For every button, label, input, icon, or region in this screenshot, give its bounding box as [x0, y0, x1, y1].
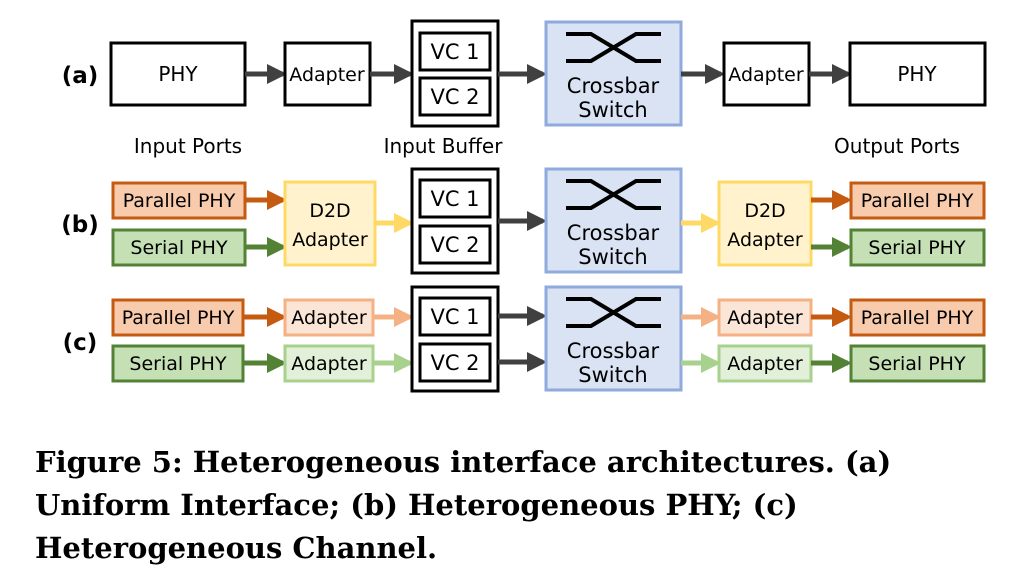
- input-adapter-a: Adapter: [283, 41, 372, 107]
- vc2-label-a: VC 2: [430, 85, 479, 109]
- input-parallel-phy-b-label: Parallel PHY: [123, 190, 236, 212]
- input-adapter-serial-c-label: Adapter: [291, 353, 367, 375]
- vc1-label-b: VC 1: [430, 187, 479, 211]
- output-d2d-adapter-b: D2D Adapter: [717, 180, 813, 267]
- row-label-b: (b): [61, 212, 99, 238]
- crossbar-icon-b: [566, 179, 661, 210]
- output-parallel-phy-c-label: Parallel PHY: [861, 307, 974, 329]
- input-serial-phy-c-label: Serial PHY: [129, 353, 227, 375]
- output-serial-phy-b-label: Serial PHY: [868, 237, 966, 259]
- input-adapter-parallel-c-label: Adapter: [291, 307, 367, 329]
- crossbar-label-a-2: Switch: [578, 98, 647, 122]
- row-b: (b) Parallel PHY Serial PHY D2D Adapter …: [61, 167, 986, 275]
- input-phy-a-label: PHY: [158, 62, 198, 86]
- output-serial-phy-c-label: Serial PHY: [868, 353, 966, 375]
- vc1-label-c: VC 1: [430, 305, 479, 329]
- vc2-label-c: VC 2: [430, 351, 479, 375]
- crossbar-icon-c: [566, 297, 661, 328]
- output-d2d-label-b-2: Adapter: [727, 229, 803, 251]
- vc2-box-a: [418, 76, 492, 117]
- input-phy-a: PHY: [109, 41, 247, 107]
- output-adapter-a-label: Adapter: [728, 64, 804, 86]
- input-d2d-label-b-1: D2D: [309, 200, 350, 222]
- output-serial-phy-c: Serial PHY: [849, 344, 986, 383]
- input-adapter-parallel-c: Adapter: [283, 298, 375, 337]
- input-ports-label: Input Ports: [134, 134, 242, 158]
- output-parallel-phy-b: Parallel PHY: [849, 181, 986, 220]
- row-label-a: (a): [62, 63, 99, 89]
- crossbar-switch-b: Crossbar Switch: [544, 167, 683, 274]
- row-label-c: (c): [63, 330, 98, 356]
- output-adapter-serial-c: Adapter: [717, 344, 813, 383]
- input-buffer-c: VC 1 VC 2: [410, 285, 500, 393]
- row-c: (c) Parallel PHY Serial PHY Adapter Adap…: [63, 285, 986, 393]
- crossbar-label-b-1: Crossbar: [567, 221, 660, 245]
- output-parallel-phy-c: Parallel PHY: [849, 298, 986, 337]
- output-ports-label: Output Ports: [834, 134, 960, 158]
- crossbar-label-a-1: Crossbar: [567, 74, 660, 98]
- output-serial-phy-b: Serial PHY: [849, 228, 986, 267]
- crossbar-label-c-1: Crossbar: [567, 339, 660, 363]
- input-serial-phy-b-label: Serial PHY: [130, 237, 228, 259]
- input-buffer-a: VC 1 VC 2: [410, 19, 500, 128]
- input-adapter-serial-c: Adapter: [283, 344, 375, 383]
- row-a: (a) PHY Adapter VC 1 VC 2 Crossbar Switc…: [62, 19, 987, 128]
- crossbar-icon-a: [566, 32, 661, 63]
- crossbar-label-c-2: Switch: [578, 363, 647, 387]
- figure-caption: Figure 5: Heterogeneous interface archit…: [35, 445, 892, 565]
- crossbar-switch-a: Crossbar Switch: [544, 20, 683, 127]
- vc2-label-b: VC 2: [430, 233, 479, 257]
- output-phy-a: PHY: [848, 41, 987, 107]
- architecture-diagram: (a) PHY Adapter VC 1 VC 2 Crossbar Switc…: [61, 19, 987, 393]
- crossbar-switch-c: Crossbar Switch: [544, 285, 683, 392]
- vc1-box-c: [418, 296, 492, 337]
- output-parallel-phy-b-label: Parallel PHY: [861, 190, 974, 212]
- input-parallel-phy-c: Parallel PHY: [111, 298, 245, 337]
- crossbar-label-b-2: Switch: [578, 245, 647, 269]
- vc2-box-c: [418, 342, 492, 383]
- output-d2d-label-b-1: D2D: [744, 200, 785, 222]
- output-adapter-a: Adapter: [722, 41, 811, 107]
- output-phy-a-label: PHY: [897, 62, 937, 86]
- output-adapter-parallel-c-label: Adapter: [727, 307, 803, 329]
- input-parallel-phy-c-label: Parallel PHY: [122, 307, 235, 329]
- input-d2d-adapter-b: D2D Adapter: [283, 180, 377, 267]
- input-adapter-a-label: Adapter: [289, 64, 365, 86]
- vc1-label-a: VC 1: [430, 40, 479, 64]
- output-adapter-serial-c-label: Adapter: [727, 353, 803, 375]
- input-parallel-phy-b: Parallel PHY: [111, 181, 247, 220]
- input-serial-phy-c: Serial PHY: [111, 344, 245, 383]
- vc2-box-b: [418, 224, 492, 265]
- input-buffer-b: VC 1 VC 2: [410, 167, 500, 275]
- vc1-box-a: [418, 31, 492, 72]
- output-adapter-parallel-c: Adapter: [717, 298, 813, 337]
- vc1-box-b: [418, 178, 492, 219]
- input-buffer-label: Input Buffer: [384, 134, 504, 158]
- input-d2d-label-b-2: Adapter: [292, 229, 368, 251]
- input-serial-phy-b: Serial PHY: [111, 228, 247, 267]
